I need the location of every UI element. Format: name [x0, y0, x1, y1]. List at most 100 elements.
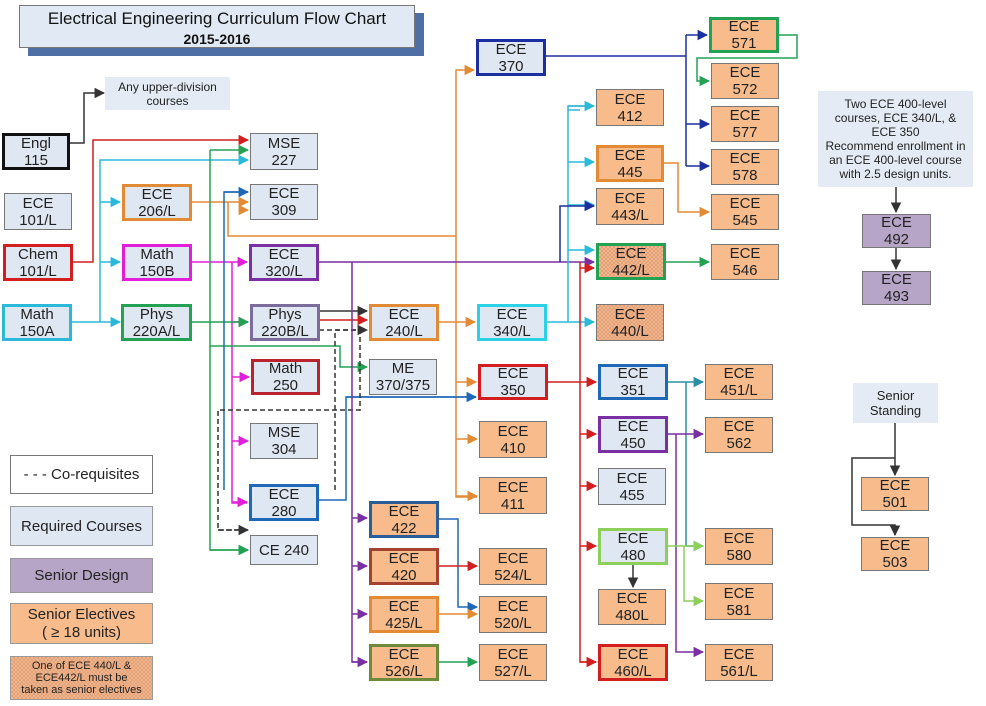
note-line: Standing [869, 403, 922, 418]
prerequisite-arrow [664, 162, 711, 218]
course-number: 351 [620, 382, 646, 399]
course-dept: ECE [881, 271, 912, 288]
prerequisite-arrow [70, 87, 106, 144]
note-line: courses, ECE 340/L, & [834, 111, 957, 125]
prerequisite-arrow [455, 64, 476, 236]
legend-coreq: - - - Co-requisites [10, 455, 153, 494]
course-dept: ECE [268, 245, 300, 263]
note-line: Senior [876, 388, 915, 403]
course-number: 562 [726, 435, 752, 452]
course-dept: ECE [497, 597, 529, 615]
course-dept: MSE [267, 134, 301, 152]
course-number: 150A [19, 322, 55, 340]
course-dept: ECE [268, 185, 300, 202]
course-number: 445 [617, 163, 643, 181]
course-dept: ECE [729, 64, 761, 81]
note-line: Any upper-division [118, 79, 217, 94]
title-box: Electrical Engineering Curriculum Flow C… [19, 5, 415, 48]
course-number: 577 [732, 124, 758, 141]
course-number: 412 [617, 107, 643, 125]
course-number: 578 [732, 167, 758, 184]
prerequisite-arrow [439, 518, 479, 613]
course-dept: ECE [615, 244, 647, 262]
course-dept: ECE [497, 478, 529, 496]
course-dept: ECE [497, 365, 529, 382]
course-dept: ECE [729, 245, 761, 262]
course-dept: ECE [617, 365, 649, 382]
course-dept: ECE [879, 477, 911, 494]
course-number: 546 [732, 262, 758, 279]
course-dept: Phys [139, 305, 174, 323]
course-dept: ECE [22, 194, 54, 212]
prerequisite-arrow [683, 546, 705, 607]
course-dept: ECE [388, 645, 420, 663]
prerequisite-arrow [675, 434, 705, 658]
course-number: 422 [391, 519, 417, 537]
course-number: 320/L [265, 262, 303, 280]
legend-line: One of ECE 440/L & [31, 660, 132, 672]
course-dept: ECE [729, 150, 761, 167]
legend-required: Required Courses [10, 506, 153, 546]
course-number: 526/L [385, 662, 423, 680]
course-dept: ECE [495, 40, 527, 58]
prerequisite-arrow [223, 191, 248, 490]
course-number: 420 [391, 566, 417, 584]
course-number: 480 [620, 546, 646, 564]
course-number: 410 [500, 439, 526, 457]
course-dept: ECE [879, 537, 911, 554]
course-number: 524/L [494, 566, 532, 584]
course-dept: ECE [141, 185, 173, 203]
note-line: courses [146, 93, 189, 108]
course-dept: Chem [17, 245, 58, 263]
course-number: 527/L [494, 662, 532, 680]
course-dept: Math [140, 245, 174, 263]
course-ce-240: CE 240 [250, 535, 318, 565]
course-number: 101/L [19, 262, 57, 280]
course-dept: ECE [617, 529, 649, 547]
course-number: 493 [883, 288, 910, 305]
course-dept: ECE [614, 146, 646, 164]
course-number: 520/L [494, 614, 532, 632]
course-number: 250 [272, 377, 299, 394]
prerequisite-arrow [559, 200, 596, 262]
course-number: 561/L [720, 662, 758, 680]
course-dept: ECE [496, 305, 528, 323]
course-number: 450 [620, 434, 646, 452]
course-number: 206/L [138, 202, 176, 220]
course-number: 580 [726, 546, 752, 564]
course-number: 150B [139, 262, 175, 280]
course-number: 340/L [493, 322, 531, 340]
course-dept: ECE [617, 645, 649, 663]
legend-senior-electives: Senior Electives ( ≥ 18 units) [10, 603, 153, 644]
course-number: 455 [619, 486, 645, 504]
